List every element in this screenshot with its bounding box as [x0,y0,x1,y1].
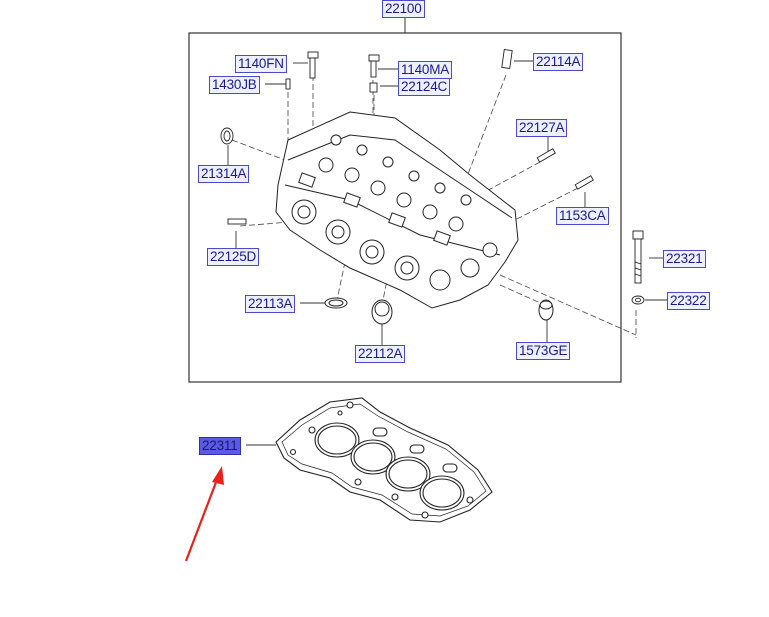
callout-22114a[interactable]: 22114A [533,53,584,71]
pointer-arrow [184,466,224,562]
callout-1430jb[interactable]: 1430JB [209,76,260,94]
washer-22322-icon [631,295,645,305]
sleeve-22124c-icon [369,82,378,93]
stud-22125d-icon [227,218,247,225]
callout-22321[interactable]: 22321 [663,250,706,268]
stud-1153ca-icon [574,175,594,190]
callout-1140ma[interactable]: 1140MA [398,61,453,79]
callout-1153ca[interactable]: 1153CA [556,207,609,225]
bolt-1140fn-icon [307,51,319,79]
callout-1140fn[interactable]: 1140FN [235,55,287,73]
callout-22125d[interactable]: 22125D [207,248,260,266]
callout-22113a[interactable]: 22113A [245,295,296,313]
callout-1573ge[interactable]: 1573GE [516,342,571,360]
callout-22124c[interactable]: 22124C [398,78,451,96]
pin-1430jb-icon [285,78,291,90]
callout-22322[interactable]: 22322 [667,292,710,310]
callout-22100[interactable]: 22100 [382,0,425,18]
leader-lines [227,60,667,345]
seal-21314a-icon [220,127,234,145]
callout-22311-selected[interactable]: 22311 [199,437,241,455]
plug-1573ge-icon [538,299,554,321]
callout-22127a[interactable]: 22127A [516,119,568,137]
callout-22112a[interactable]: 22112A [355,345,406,363]
callout-21314a[interactable]: 21314A [198,165,250,183]
dashed-guide-lines [231,74,637,338]
head-bolt-22321-icon [632,230,644,284]
dowel-22114a-icon [501,49,513,69]
head-gasket-drawing [275,397,493,523]
seal-22112a-icon [371,299,393,325]
bolt-1140ma-icon [368,54,380,78]
ring-22113a-icon [324,297,348,309]
stud-22127a-icon [536,148,556,163]
cylinder-head-drawing [275,111,519,309]
